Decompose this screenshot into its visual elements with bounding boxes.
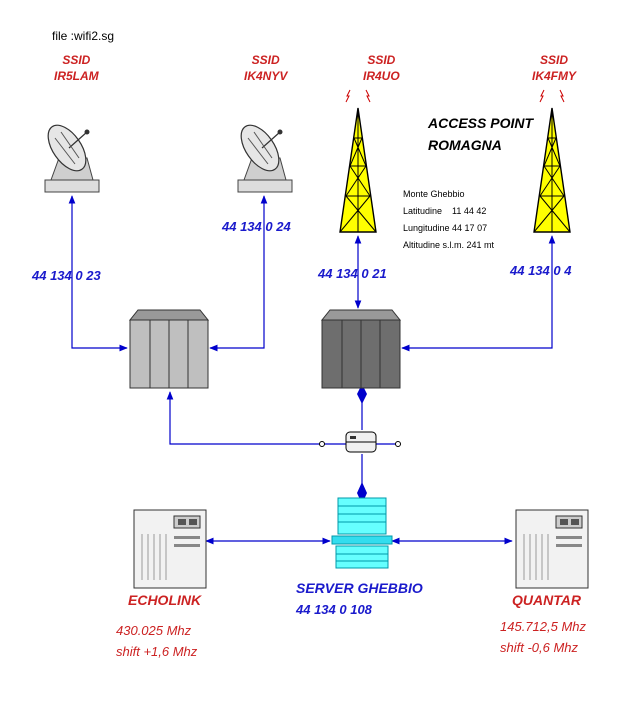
radio-tower-icon <box>339 89 377 233</box>
access-point-line: ROMAGNA <box>428 137 502 153</box>
ssid-block: SSID IK4FMY <box>532 52 576 84</box>
quantar-shift: shift -0,6 Mhz <box>500 640 579 655</box>
server-rack-icon <box>133 509 207 589</box>
satellite-dish-icon <box>233 118 293 193</box>
ssid-name: IR4UO <box>363 69 400 83</box>
echolink-shift: shift +1,6 Mhz <box>116 644 198 659</box>
file-label: file :wifi2.sg <box>52 29 115 43</box>
server-rack-icon <box>515 509 589 589</box>
network-hub-icon <box>321 309 401 389</box>
site-name: Monte Ghebbio <box>403 189 465 199</box>
node-ip: 44 134 0 23 <box>32 268 101 283</box>
quantar-freq: 145.712,5 Mhz <box>500 619 587 634</box>
access-point-line: ACCESS POINT <box>428 115 534 131</box>
node-ip: 44 134 0 24 <box>222 219 291 234</box>
server-ip: 44 134 0 108 <box>296 602 372 617</box>
ssid-block: SSID IK4NYV <box>244 52 287 84</box>
terminal-computer-icon <box>331 497 393 569</box>
echolink-freq-block: 430.025 Mhz shift +1,6 Mhz <box>116 620 197 662</box>
node-ip: 44 134 0 21 <box>318 266 387 281</box>
ssid-block: SSID IR5LAM <box>54 52 99 84</box>
ssid-caption: SSID <box>540 53 569 67</box>
ssid-caption: SSID <box>251 53 280 67</box>
satellite-dish-icon <box>40 118 100 193</box>
ssid-caption: SSID <box>367 53 396 67</box>
echolink-freq: 430.025 Mhz <box>116 623 192 638</box>
ssid-name: IK4NYV <box>244 69 288 83</box>
ssid-block: SSID IR4UO <box>363 52 400 84</box>
node-ip: 44 134 0 4 <box>510 263 572 278</box>
echolink-label: ECHOLINK <box>128 592 202 608</box>
network-node-icon <box>345 431 377 453</box>
access-point-title: ACCESS POINT ROMAGNA <box>428 112 533 156</box>
quantar-freq-block: 145.712,5 Mhz shift -0,6 Mhz <box>500 616 586 658</box>
site-latitude: Latitudine 11 44 42 <box>403 206 487 216</box>
quantar-label: QUANTAR <box>512 592 581 608</box>
network-hub-icon <box>129 309 209 389</box>
site-info: Monte Ghebbio Latitudine 11 44 42 Lungit… <box>403 186 494 254</box>
ssid-name: IK4FMY <box>532 69 577 83</box>
links <box>68 195 556 545</box>
ssid-name: IR5LAM <box>54 69 99 83</box>
ssid-caption: SSID <box>62 53 91 67</box>
site-altitude: Altitudine s.l.m. 241 mt <box>403 240 495 250</box>
site-longitude: Lungitudine 44 17 07 <box>403 223 488 233</box>
radio-tower-icon <box>533 89 571 233</box>
server-name: SERVER GHEBBIO <box>296 580 423 596</box>
